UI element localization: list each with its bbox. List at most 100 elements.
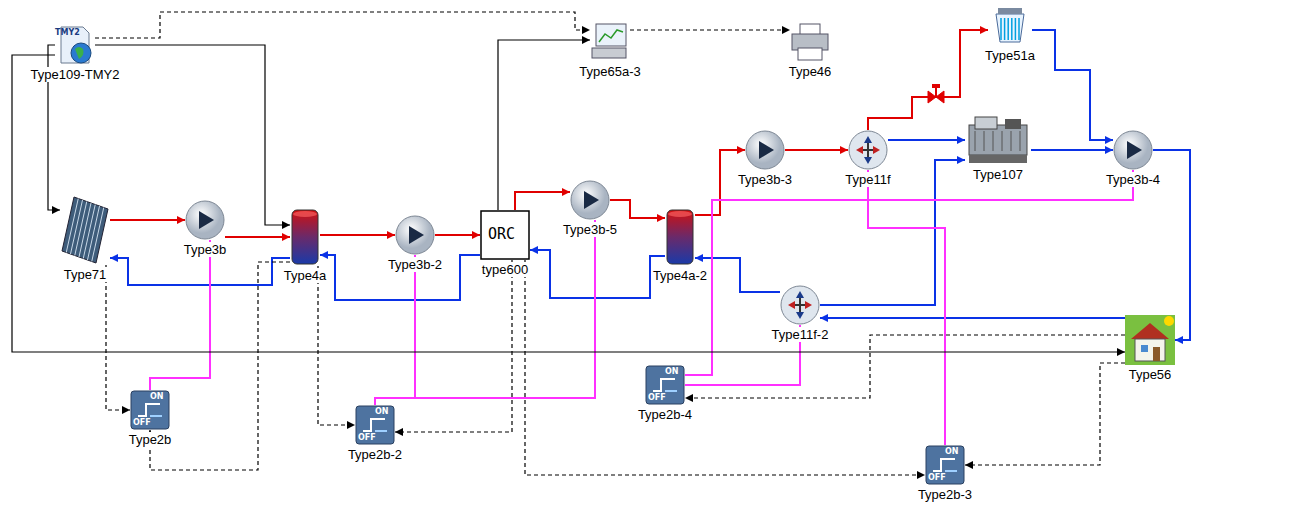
connector-line xyxy=(225,236,290,238)
connector-line xyxy=(515,192,570,210)
signal-line xyxy=(95,45,290,229)
component-label: Type107 xyxy=(971,167,1025,182)
house-icon xyxy=(1125,315,1175,365)
arrowhead xyxy=(1105,136,1113,144)
pump-icon xyxy=(570,180,610,220)
component-label: Type3b xyxy=(182,242,229,257)
connector-line xyxy=(375,255,415,405)
tower-icon xyxy=(988,6,1032,46)
pipe xyxy=(435,231,480,239)
connector-line xyxy=(525,260,925,475)
tank-icon xyxy=(290,208,320,266)
component: TMY2Type109-TMY2 xyxy=(29,25,122,82)
pipe xyxy=(225,233,290,241)
connector-line xyxy=(12,55,1125,352)
pump-icon xyxy=(745,130,785,170)
signal-line xyxy=(965,363,1125,469)
component-label: Type46 xyxy=(787,64,834,79)
connector-line xyxy=(610,200,665,218)
component-label: Type2b xyxy=(127,432,174,447)
pipe xyxy=(785,146,848,154)
icon-text: ON xyxy=(665,368,679,376)
diverter-icon xyxy=(848,130,888,170)
component-label: Type3b-5 xyxy=(561,222,619,237)
connector-line xyxy=(110,258,290,285)
component: Type11f-2 xyxy=(770,285,831,342)
pipe xyxy=(888,136,965,144)
connector-line xyxy=(320,234,395,236)
icon-text: OFF xyxy=(133,419,151,427)
component-label: Type2b-4 xyxy=(636,407,694,422)
component: Type4a-2 xyxy=(651,208,709,283)
component: Type46 xyxy=(787,22,834,79)
connector-line xyxy=(820,317,1125,319)
arrowhead xyxy=(52,206,60,214)
signal-line xyxy=(395,260,512,436)
component: ON OFF Type2b xyxy=(127,390,174,447)
chiller-icon xyxy=(965,115,1031,165)
arrowhead xyxy=(582,36,590,44)
component-icon: ON OFF xyxy=(645,365,685,405)
pump-icon xyxy=(1113,130,1153,170)
pipe xyxy=(110,216,185,224)
arrowhead xyxy=(980,26,988,34)
arrowhead xyxy=(530,246,538,254)
pipe xyxy=(515,188,570,210)
component-label: Type56 xyxy=(1127,367,1174,382)
component-icon: TMY2 xyxy=(55,25,95,65)
pipe xyxy=(320,251,480,300)
component: Type56 xyxy=(1125,315,1175,382)
component: ONOFFType2b-3 xyxy=(916,445,974,502)
arrowhead xyxy=(657,214,665,222)
component: Type51a xyxy=(983,6,1037,63)
pump-icon xyxy=(185,200,225,240)
component-label: Type3b-4 xyxy=(1104,172,1162,187)
arrowhead xyxy=(957,156,965,164)
valve-symbol xyxy=(928,84,944,103)
connector-line xyxy=(685,335,1125,398)
component-icon xyxy=(780,285,820,325)
pipe xyxy=(820,156,965,305)
connector-line xyxy=(1032,30,1113,140)
arrowhead xyxy=(387,231,395,239)
component-icon xyxy=(590,22,630,62)
arrowhead xyxy=(472,231,480,239)
component: ON OFF Type2b-4 xyxy=(636,365,694,422)
arrowhead xyxy=(965,461,973,469)
icon-text: ON xyxy=(375,408,389,416)
icon-text: ON xyxy=(150,393,164,401)
component: Type107 xyxy=(965,115,1031,182)
diverter-icon xyxy=(780,285,820,325)
control-line xyxy=(685,170,1137,375)
control-line xyxy=(864,170,945,445)
signal-line xyxy=(106,265,130,414)
icon-text: ORC xyxy=(488,227,515,242)
component-icon xyxy=(290,208,320,266)
connector-line xyxy=(888,139,965,141)
arrowhead xyxy=(957,136,965,144)
signal-line xyxy=(525,260,925,479)
printer-icon xyxy=(790,22,830,62)
arrowhead xyxy=(122,406,130,414)
component-label: Type3b-3 xyxy=(736,172,794,187)
component-label: Type11f-2 xyxy=(770,327,831,342)
component-icon xyxy=(790,22,830,62)
arrowhead xyxy=(282,233,290,241)
connector-line xyxy=(868,30,988,130)
pipe xyxy=(1031,146,1113,154)
signal-line xyxy=(95,12,590,38)
arrowhead xyxy=(685,394,693,402)
collector-icon xyxy=(60,195,110,265)
icon-text: OFF xyxy=(648,394,666,402)
pipe xyxy=(868,26,988,130)
component-icon xyxy=(1113,130,1153,170)
connector-line xyxy=(318,266,355,425)
pipe xyxy=(610,200,665,222)
pump-icon xyxy=(395,215,435,255)
component: ONOFFType2b-2 xyxy=(346,405,404,462)
component-icon xyxy=(988,6,1032,46)
connector-line xyxy=(965,363,1125,465)
component-icon: ONOFF xyxy=(925,445,965,485)
arrowhead xyxy=(840,146,848,154)
